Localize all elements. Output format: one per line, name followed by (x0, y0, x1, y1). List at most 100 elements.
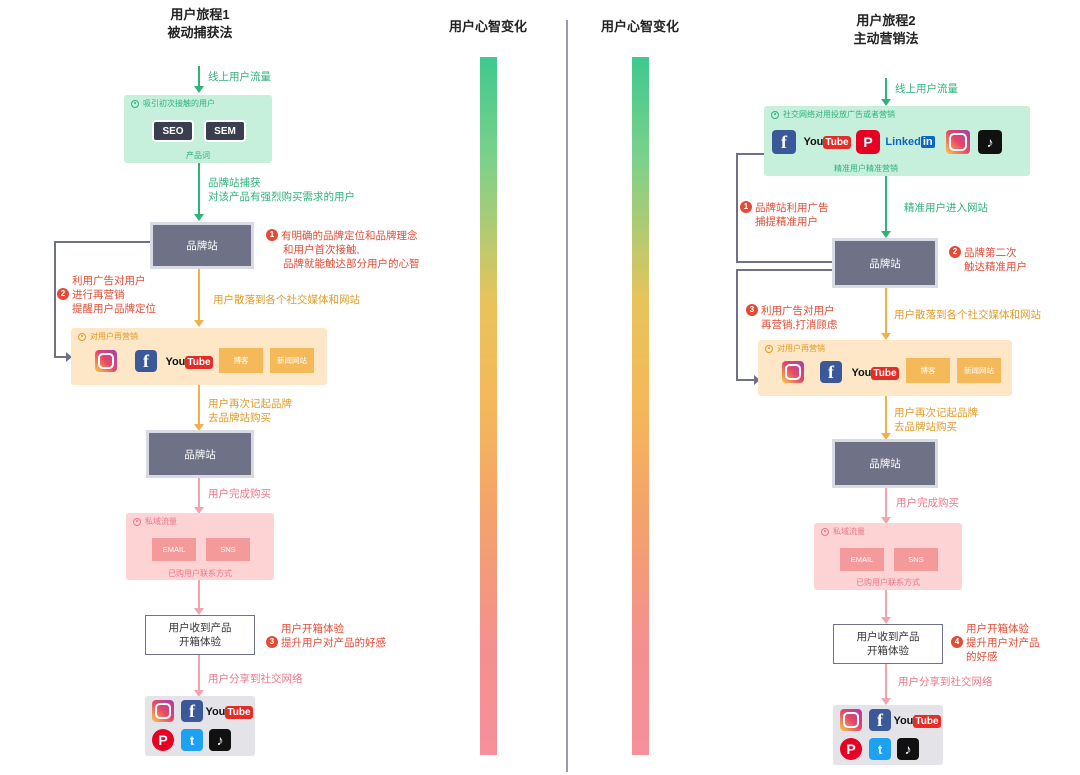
flow-line (198, 66, 200, 88)
tag-sns: SNS (894, 548, 938, 571)
arrow-head (754, 375, 760, 385)
share-label: 用户分享到社交网络 (898, 676, 993, 688)
target-icon (78, 332, 86, 341)
pinterest-icon: P (840, 738, 862, 760)
receive-product-box: 用户收到产品开箱体验 (145, 615, 255, 655)
center-divider (566, 20, 568, 772)
loop-line (736, 153, 764, 155)
facebook-icon: f (181, 700, 203, 722)
loop-line (736, 153, 738, 262)
mind-gradient-bar-left (480, 57, 497, 755)
attract-subtitle: 产品词 (186, 151, 210, 160)
scatter-label: 用户散落到各个社交媒体和网站 (894, 309, 1041, 321)
seo-icon: SEO (152, 120, 194, 142)
step-online-traffic: 线上用户流量 (895, 83, 958, 95)
remarketing-title: 对用户再营销 (765, 343, 825, 354)
flow-line (885, 396, 887, 434)
step-number-badge: 1 (740, 201, 752, 213)
arrow-head (194, 690, 204, 697)
scatter-label: 用户散落到各个社交媒体和网站 (213, 294, 360, 306)
step-number-badge: 3 (266, 636, 278, 648)
share-label: 用户分享到社交网络 (208, 673, 303, 685)
flow-line (198, 655, 200, 691)
arrow-head (194, 608, 204, 615)
receive-product-box: 用户收到产品开箱体验 (833, 624, 943, 664)
flow-line (198, 580, 200, 610)
private-subtitle: 已购用户联系方式 (168, 569, 232, 578)
target-icon (771, 110, 779, 119)
pinterest-icon: P (856, 130, 880, 154)
target-icon (821, 527, 829, 536)
arrow-head (881, 517, 891, 524)
instagram-icon (95, 350, 117, 372)
remember-label: 用户再次记起品牌 去品牌站购买 (894, 407, 978, 433)
step-number-badge: 3 (746, 304, 758, 316)
flow-line (885, 664, 887, 699)
instagram-icon (782, 361, 804, 383)
twitter-icon: t (181, 729, 203, 751)
flow-line (198, 269, 200, 322)
facebook-icon: f (135, 350, 157, 372)
brand-site-box: 品牌站 (832, 439, 938, 488)
arrow-head (194, 424, 204, 431)
tiktok-icon: ♪ (209, 729, 231, 751)
brand-site-box: 品牌站 (146, 430, 254, 478)
instagram-icon (840, 709, 862, 731)
arrow-head (881, 433, 891, 440)
instagram-icon (152, 700, 174, 722)
step-number-badge: 4 (951, 636, 963, 648)
facebook-icon: f (869, 709, 891, 731)
flow-line (885, 78, 887, 100)
private-subtitle: 已购用户联系方式 (856, 578, 920, 587)
arrow-head (881, 333, 891, 340)
capture-label: 品牌站捕获 对该产品有强烈购买需求的用户 (208, 177, 355, 203)
remarketing-title: 对用户再营销 (78, 331, 138, 342)
tag-blog: 博客 (906, 358, 950, 383)
private-traffic-box: 私域流量 EMAIL SNS 已购用户联系方式 (126, 513, 274, 580)
arrow-head (194, 86, 204, 93)
right-journey-title: 用户旅程2 主动营销法 (853, 13, 919, 46)
step-number-badge: 1 (266, 229, 278, 241)
flow-line (198, 163, 200, 215)
attract-box-title: 吸引初次接触的用户 (131, 98, 215, 109)
step-online-traffic: 线上用户流量 (208, 71, 271, 83)
twitter-icon: t (869, 738, 891, 760)
flow-line (885, 590, 887, 618)
mind-change-title-right: 用户心智变化 (600, 19, 679, 34)
facebook-icon: f (772, 130, 796, 154)
sem-icon: SEM (204, 120, 246, 142)
private-title: 私域流量 (821, 526, 865, 537)
remember-label: 用户再次记起品牌 去品牌站购买 (208, 398, 292, 424)
flow-line (885, 176, 887, 232)
social-ads-title: 社交网络对用投放广告或者营销 (771, 109, 895, 120)
target-icon (131, 99, 139, 108)
loop-line (736, 269, 738, 380)
arrow-head (194, 320, 204, 327)
left-journey-title: 用户旅程1 被动捕获法 (167, 7, 233, 40)
step-number-badge: 2 (57, 288, 69, 300)
step-number-badge: 2 (949, 246, 961, 258)
arrow-head (881, 231, 891, 238)
loop-line (54, 241, 150, 243)
tag-email: EMAIL (152, 538, 196, 561)
arrow-head (881, 99, 891, 106)
facebook-icon: f (820, 361, 842, 383)
tag-sns: SNS (206, 538, 250, 561)
arrow-head (194, 507, 204, 514)
